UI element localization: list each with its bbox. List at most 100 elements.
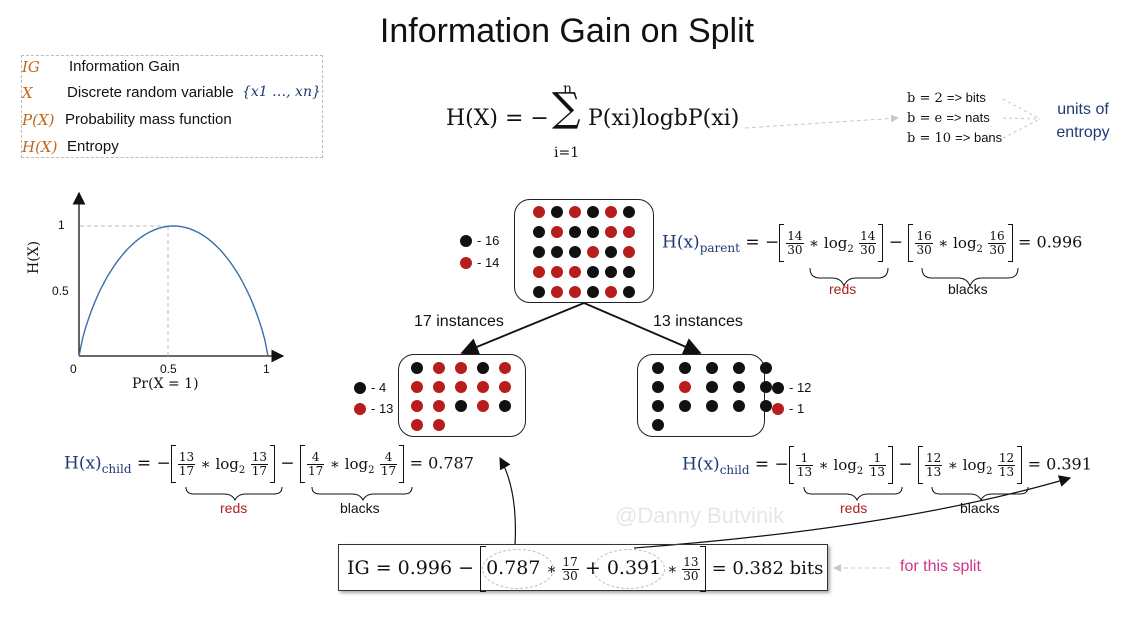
entropy-curve — [78, 225, 269, 357]
red-ball — [569, 266, 581, 278]
parent-blacks-label: blacks — [948, 281, 988, 297]
black-ball — [679, 400, 691, 412]
black-ball — [623, 266, 635, 278]
plot-xtick-05: 0.5 — [160, 362, 177, 376]
sum-upper: n — [563, 81, 573, 97]
legend-text: Entropy — [67, 138, 119, 155]
black-ball — [760, 400, 772, 412]
page-title: Information Gain on Split — [379, 12, 755, 50]
red-ball — [433, 400, 445, 412]
red-ball — [605, 226, 617, 238]
red-ball — [533, 206, 545, 218]
black-ball — [605, 246, 617, 258]
sum-sign: ∑ — [552, 85, 581, 131]
red-ball — [433, 362, 445, 374]
left-reds-label: reds — [220, 500, 248, 516]
black-ball — [533, 226, 545, 238]
red-ball — [569, 286, 581, 298]
red-ball — [569, 206, 581, 218]
black-ball — [760, 381, 772, 393]
red-ball — [605, 206, 617, 218]
right-child-node — [637, 354, 772, 437]
black-ball — [679, 362, 691, 374]
black-ball — [533, 286, 545, 298]
black-ball — [733, 381, 745, 393]
red-ball — [533, 266, 545, 278]
right-blacks-brace — [931, 486, 1029, 502]
parent-black-count: - 16 — [460, 233, 499, 248]
for-this-split-label: for this split — [900, 558, 981, 575]
legend-text: Probability mass function — [65, 111, 232, 128]
black-dot-icon — [460, 234, 472, 247]
legend-text: Discrete random variable — [67, 84, 234, 101]
black-ball — [551, 246, 563, 258]
black-ball — [569, 246, 581, 258]
black-ball — [706, 362, 718, 374]
right-reds-brace — [803, 486, 903, 502]
entropy-formula-body: P(xi)logbP(xi) — [588, 106, 740, 131]
black-dot-icon — [354, 381, 366, 394]
black-ball — [652, 381, 664, 393]
watermark: @Danny Butvinik — [615, 503, 785, 528]
black-ball — [455, 400, 467, 412]
left-reds-brace — [185, 486, 283, 502]
entropy-formula-lhs: H(X) = − — [446, 106, 549, 131]
left-red-count: - 13 — [354, 401, 393, 416]
highlight-ellipse — [482, 549, 554, 589]
black-ball — [605, 266, 617, 278]
red-ball — [433, 419, 445, 431]
red-ball — [551, 266, 563, 278]
black-ball — [733, 362, 745, 374]
right-blacks-label: blacks — [960, 500, 1000, 516]
bases-connector-2 — [1002, 117, 1041, 120]
black-ball — [733, 400, 745, 412]
black-ball — [706, 400, 718, 412]
parent-reds-brace — [809, 267, 889, 288]
parent-reds-label: reds — [829, 281, 857, 297]
red-ball — [551, 286, 563, 298]
black-ball — [587, 266, 599, 278]
right-red-count: - 1 — [772, 401, 804, 416]
red-ball — [477, 400, 489, 412]
black-ball — [587, 286, 599, 298]
black-ball — [499, 400, 511, 412]
formula-to-bases-arrow — [744, 114, 899, 129]
left-branch-arrow — [460, 302, 585, 356]
parent-blacks-brace — [921, 267, 1019, 288]
red-dot-icon — [460, 256, 472, 269]
black-ball — [652, 419, 664, 431]
left-blacks-brace — [311, 486, 413, 502]
legend-text: Information Gain — [69, 58, 180, 75]
legend-symbol: H(X) — [22, 138, 58, 156]
left-branch-label: 17 instances — [414, 313, 504, 330]
right-branch-arrow — [583, 302, 702, 355]
legend-symbol: IG — [22, 58, 40, 76]
black-ball — [706, 381, 718, 393]
red-ball — [551, 226, 563, 238]
plot-xtick-1: 1 — [263, 362, 270, 376]
black-ball — [411, 362, 423, 374]
black-ball — [569, 226, 581, 238]
red-ball — [623, 226, 635, 238]
ig-arrow-to-left-result — [499, 456, 516, 546]
plot-ytick-05: 0.5 — [52, 284, 69, 298]
notation-legend: IG Information Gain X Discrete random va… — [21, 55, 323, 158]
plot-ylabel: H(X) — [26, 240, 42, 274]
red-ball — [477, 381, 489, 393]
red-ball — [679, 381, 691, 393]
red-ball — [411, 381, 423, 393]
black-ball — [760, 362, 772, 374]
base-2: b = 2 => bits — [907, 90, 986, 106]
ig-arrow-to-right-result — [633, 475, 1072, 549]
red-ball — [411, 400, 423, 412]
red-ball — [499, 381, 511, 393]
red-dot-icon — [772, 402, 784, 415]
red-ball — [623, 246, 635, 258]
black-ball — [652, 362, 664, 374]
